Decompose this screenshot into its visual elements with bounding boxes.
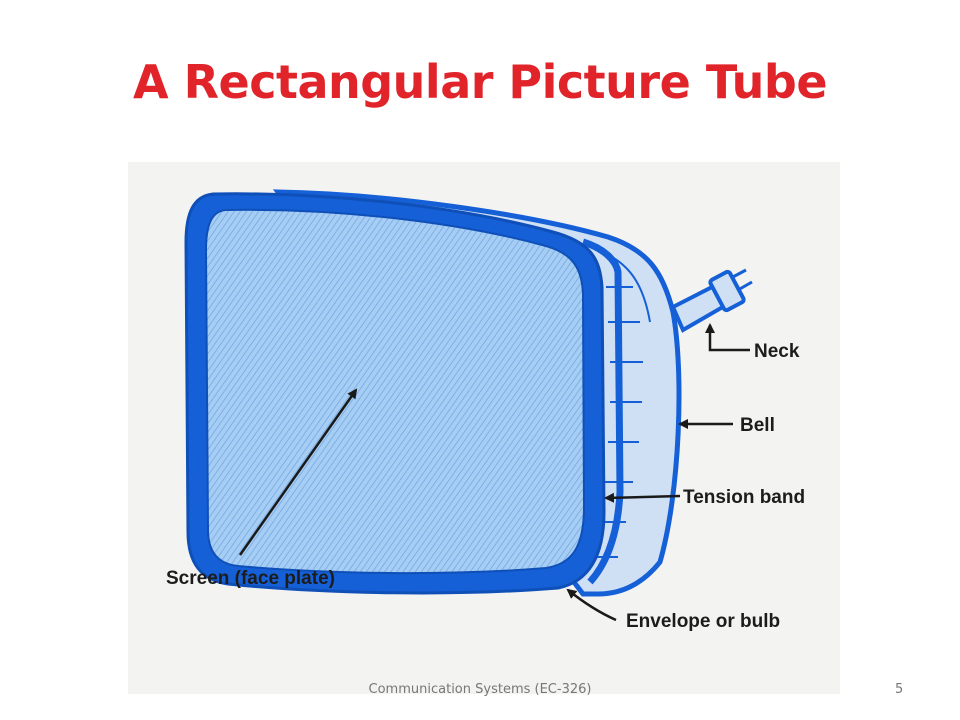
slide-footer: Communication Systems (EC-326) bbox=[368, 682, 592, 697]
page-number: 5 bbox=[895, 682, 904, 697]
label-tension-band: Tension band bbox=[683, 487, 805, 508]
tension-band-shape bbox=[581, 238, 624, 585]
picture-tube-figure: Neck Bell Tension band Envelope or bulb … bbox=[128, 162, 840, 694]
label-bell: Bell bbox=[740, 415, 775, 436]
picture-tube-diagram: Neck Bell Tension band Envelope or bulb … bbox=[166, 189, 805, 632]
leader-lines bbox=[238, 323, 750, 622]
label-screen: Screen (face plate) bbox=[166, 568, 335, 589]
label-envelope: Envelope or bulb bbox=[626, 611, 780, 632]
screen-face-plate bbox=[204, 208, 586, 575]
label-neck: Neck bbox=[754, 341, 800, 362]
slide-title: A Rectangular Picture Tube bbox=[132, 55, 828, 109]
neck-shape bbox=[670, 268, 753, 333]
